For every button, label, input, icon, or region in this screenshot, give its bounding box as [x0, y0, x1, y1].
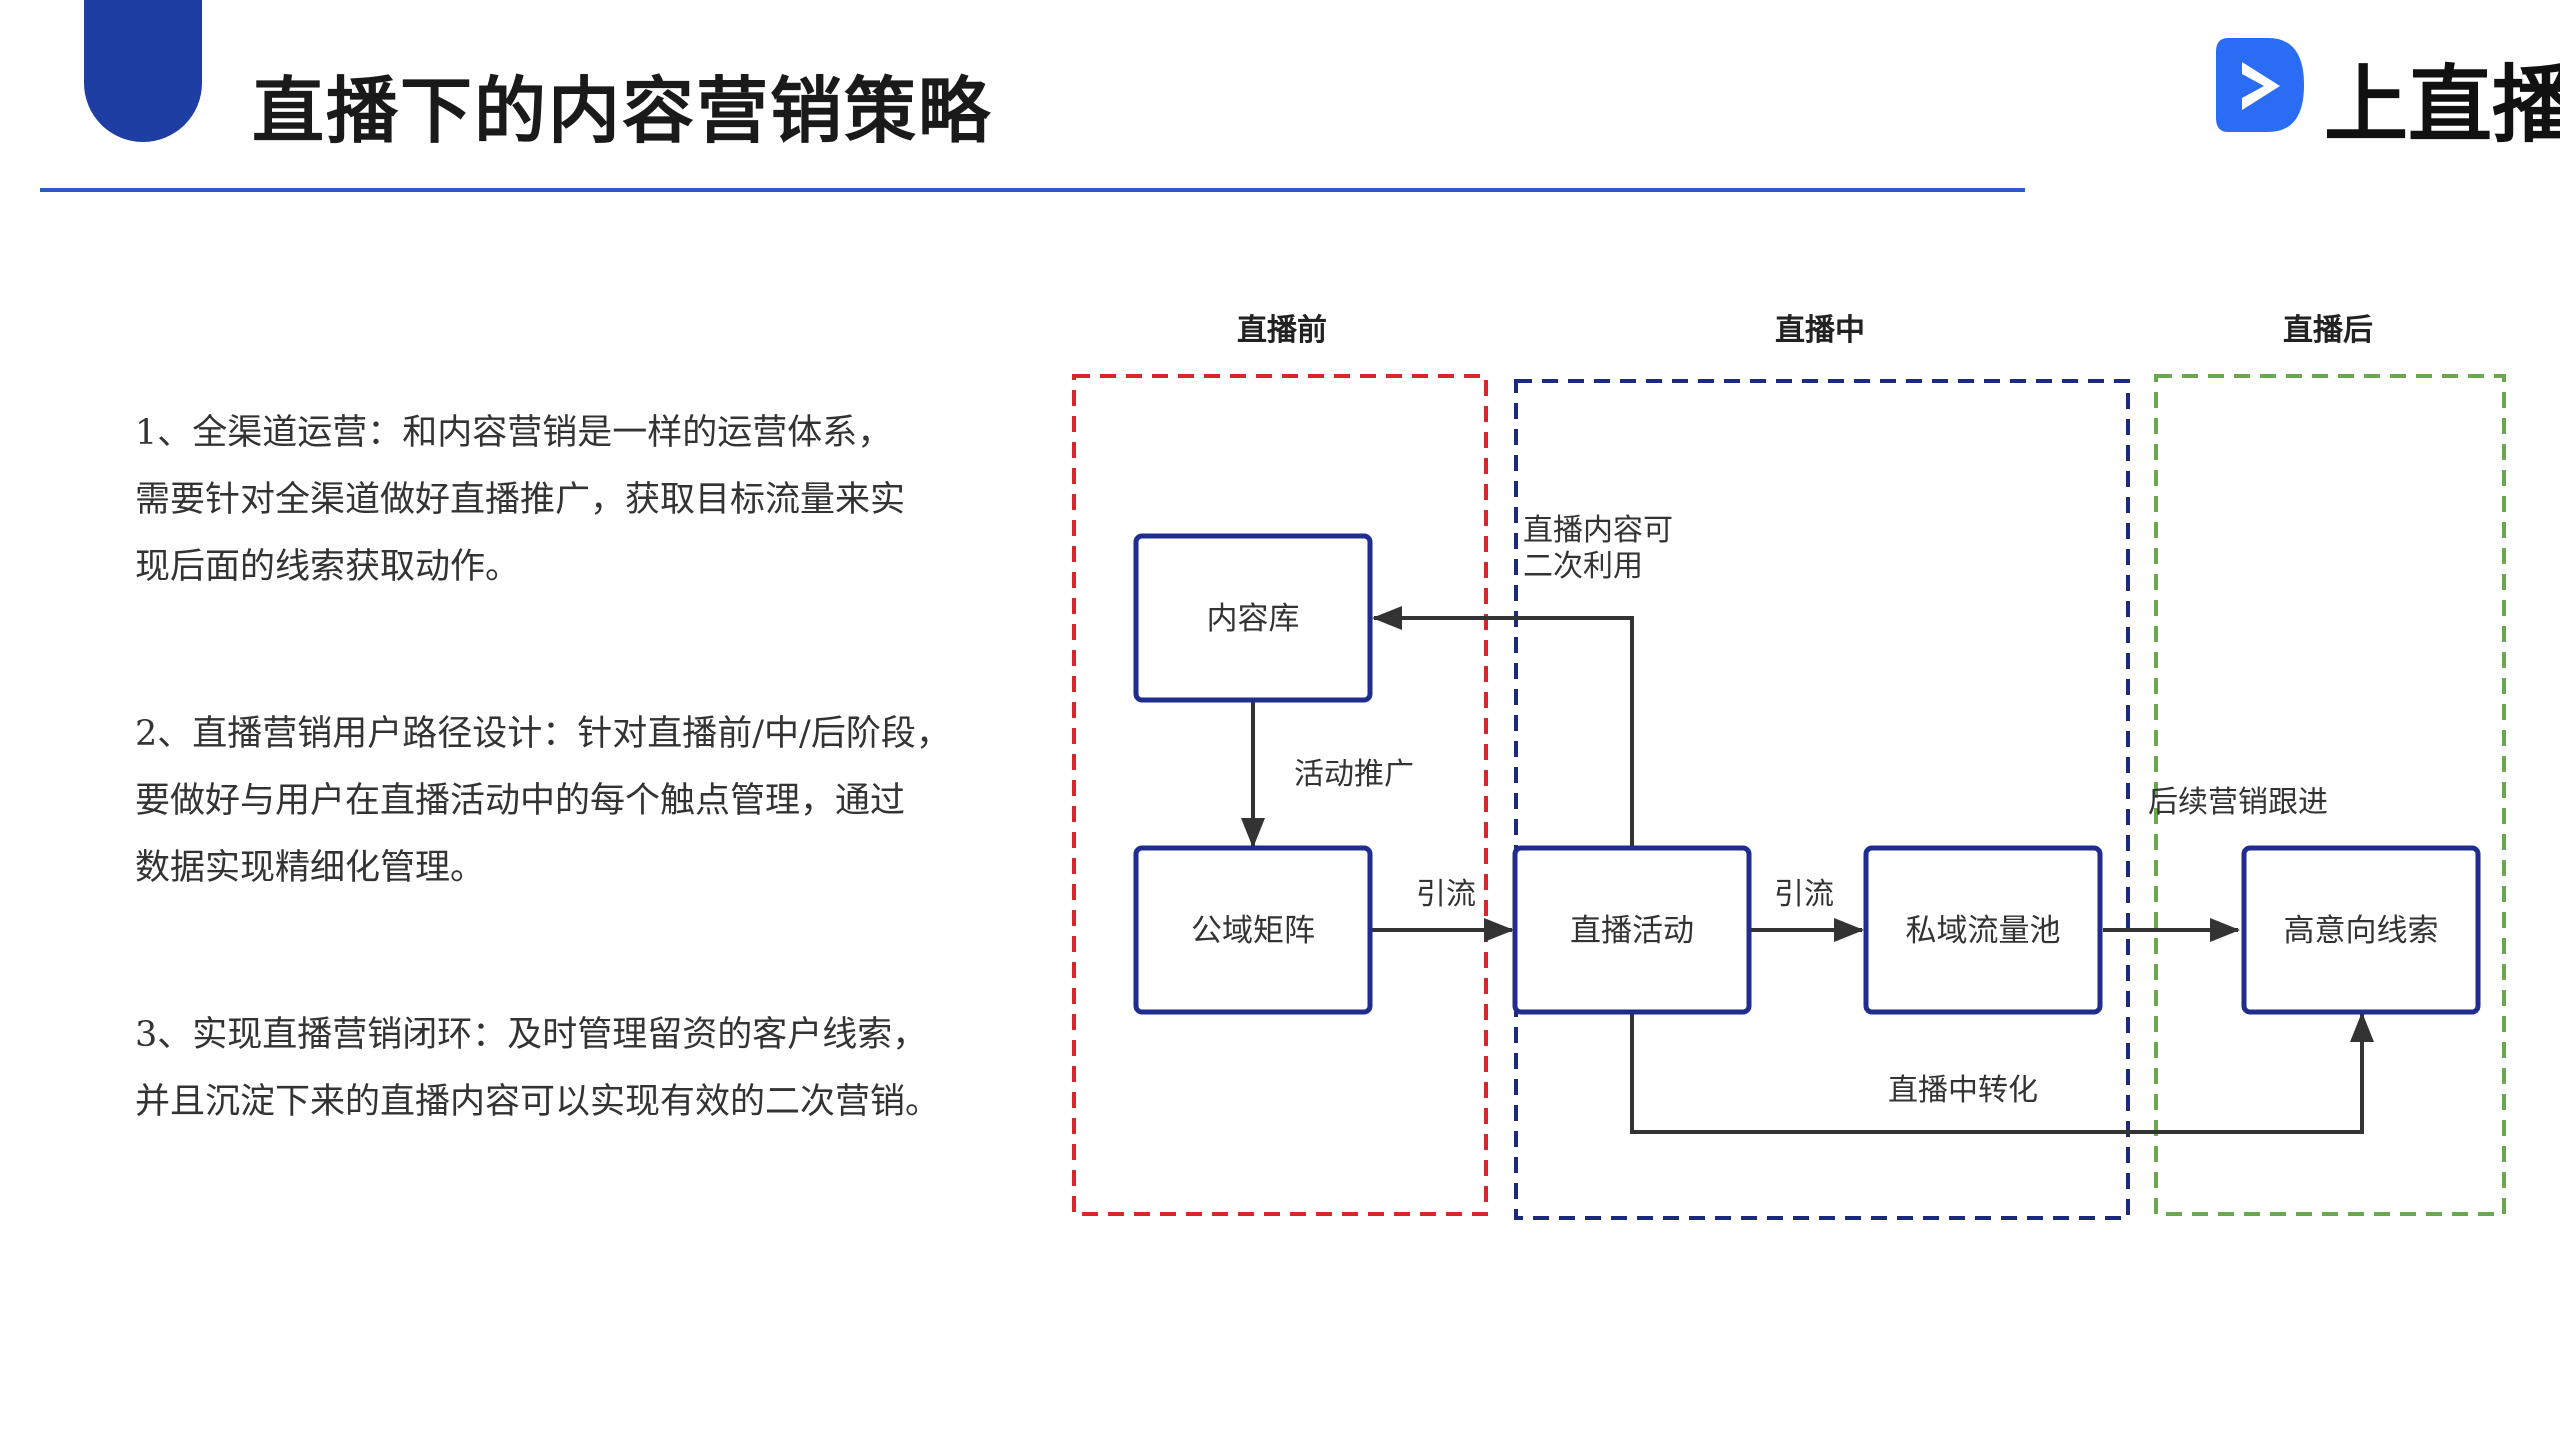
edge-label-conversion: 直播中转化 — [1888, 1073, 2038, 1108]
stage-region-during — [1514, 379, 2130, 1220]
node-label: 高意向线索 — [2284, 913, 2439, 949]
point-1: 1、全渠道运营：和内容营销是一样的运营体系， 需要针对全渠道做好直播推广，获取目… — [135, 400, 1035, 601]
point-line: 数据实现精细化管理。 — [135, 848, 486, 888]
node-label: 直播活动 — [1570, 913, 1694, 949]
edge-label-traffic-1: 引流 — [1416, 877, 1476, 912]
point-3: 3、实现直播营销闭环：及时管理留资的客户线索， 并且沉淀下来的直播内容可以实现有… — [135, 1002, 1035, 1136]
header-tab-decoration — [84, 0, 202, 142]
edge-label-reuse-line2: 二次利用 — [1523, 549, 1643, 584]
node-label: 私域流量池 — [1906, 913, 2061, 949]
stage-label-after: 直播后 — [2283, 313, 2373, 348]
brand-logo: 上直播 — [2208, 30, 2560, 154]
edge-label-traffic-2: 引流 — [1774, 877, 1834, 912]
point-line: 要做好与用户在直播活动中的每个触点管理，通过 — [135, 781, 906, 821]
point-line: 需要针对全渠道做好直播推广，获取目标流量来实 — [135, 480, 906, 520]
node-label: 内容库 — [1207, 601, 1300, 637]
point-line: 现后面的线索获取动作。 — [135, 547, 521, 587]
stage-region-before — [1072, 374, 1488, 1216]
edge-content-reuse — [1372, 606, 1634, 848]
play-logo-icon — [2216, 38, 2304, 132]
node-private-pool: 私域流量池 — [1863, 845, 2103, 1015]
header-divider — [40, 188, 2025, 192]
point-line: 2、直播营销用户路径设计：针对直播前/中/后阶段， — [135, 714, 951, 754]
node-high-intent-leads: 高意向线索 — [2241, 845, 2481, 1015]
points-list: 1、全渠道运营：和内容营销是一样的运营体系， 需要针对全渠道做好直播推广，获取目… — [135, 400, 1035, 1136]
node-live-event: 直播活动 — [1512, 845, 1752, 1015]
page-title: 直播下的内容营销策略 — [252, 69, 993, 153]
point-line: 并且沉淀下来的直播内容可以实现有效的二次营销。 — [135, 1082, 941, 1122]
edge-live-conversion — [1630, 1012, 2374, 1134]
point-2: 2、直播营销用户路径设计：针对直播前/中/后阶段， 要做好与用户在直播活动中的每… — [135, 701, 1035, 902]
point-line: 1、全渠道运营：和内容营销是一样的运营体系， — [135, 413, 893, 453]
node-label: 公域矩阵 — [1191, 913, 1315, 949]
edge-label-promo: 活动推广 — [1294, 757, 1414, 792]
edge-label-reuse-line1: 直播内容可 — [1523, 513, 1673, 548]
node-public-matrix: 公域矩阵 — [1133, 845, 1373, 1015]
node-content-library: 内容库 — [1133, 533, 1373, 703]
edge-label-followup: 后续营销跟进 — [2148, 785, 2328, 820]
stage-label-before: 直播前 — [1237, 313, 1327, 348]
stage-label-during: 直播中 — [1775, 313, 1865, 348]
point-line: 3、实现直播营销闭环：及时管理留资的客户线索， — [135, 1015, 928, 1055]
stage-region-after — [2154, 374, 2506, 1216]
logo-text: 上直播 — [2324, 56, 2560, 154]
